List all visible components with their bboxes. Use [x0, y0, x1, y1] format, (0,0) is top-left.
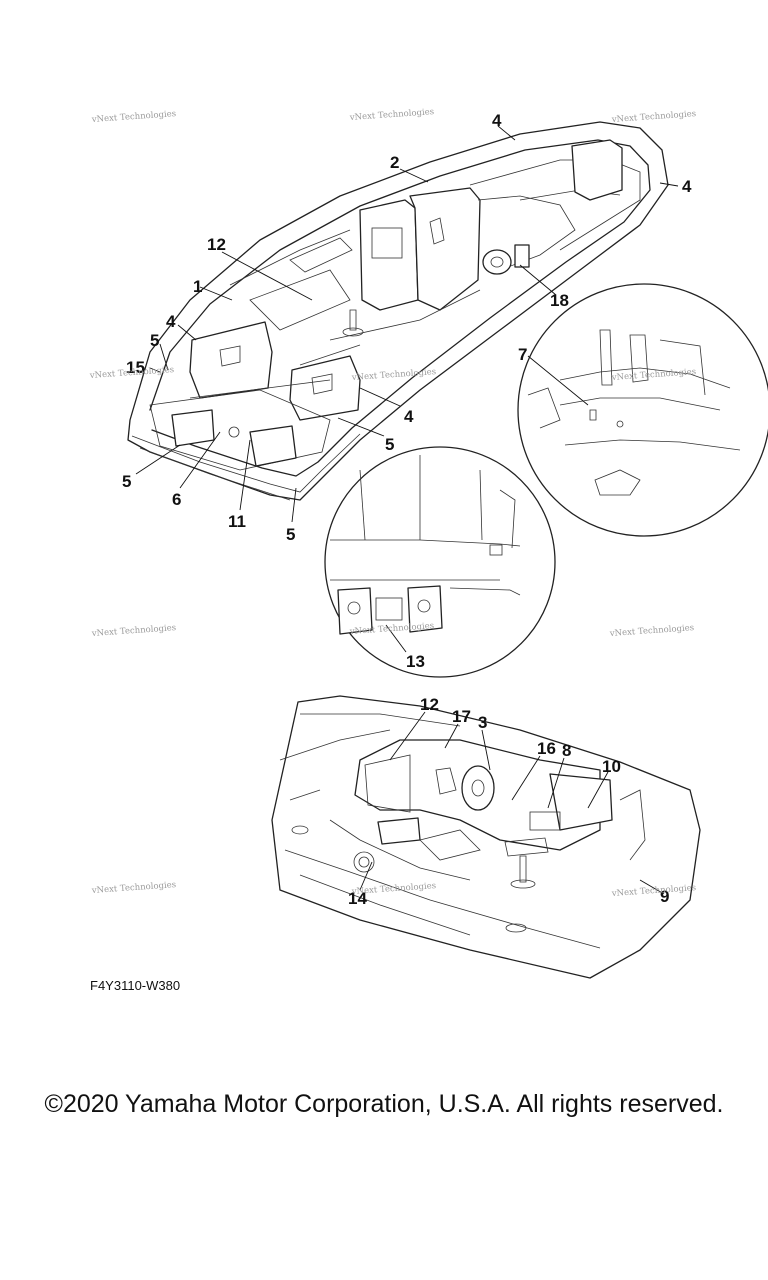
callout-3: 3 [478, 713, 487, 732]
callout-14: 14 [348, 889, 367, 908]
callout-4-bow: 4 [492, 111, 502, 130]
detail-view-7 [517, 283, 768, 537]
callout-5-upper-left: 5 [150, 331, 159, 350]
callout-13: 13 [406, 652, 425, 671]
callout-4-left: 4 [166, 312, 176, 331]
callout-5-bottom: 5 [286, 525, 295, 544]
figure-code: F4Y3110-W380 [90, 978, 181, 993]
callout-9: 9 [660, 887, 669, 906]
callout-17: 17 [452, 707, 471, 726]
watermark-text: vNext Technologies [349, 107, 435, 123]
watermark-text: vNext Technologies [609, 623, 695, 639]
cockpit-detail-drawing [271, 695, 701, 979]
callout-12: 12 [207, 235, 226, 254]
watermark-text: vNext Technologies [351, 367, 437, 383]
callout-1: 1 [193, 277, 202, 296]
watermark-text: vNext Technologies [91, 109, 177, 125]
callout-16: 16 [537, 739, 556, 758]
callout-2: 2 [390, 153, 399, 172]
callout-7: 7 [518, 345, 527, 364]
callout-5-lower-left: 5 [122, 472, 131, 491]
callout-10: 10 [602, 757, 621, 776]
copyright-notice: ©2020 Yamaha Motor Corporation, U.S.A. A… [44, 1090, 724, 1118]
detail-view-13 [324, 446, 556, 678]
callout-15: 15 [126, 358, 145, 377]
callout-12-cockpit: 12 [420, 695, 439, 714]
boat-overview-drawing [127, 121, 679, 523]
callout-18: 18 [550, 291, 569, 310]
callout-5-right: 5 [385, 435, 394, 454]
callout-6: 6 [172, 490, 181, 509]
callout-4-stern: 4 [404, 407, 414, 426]
callout-8: 8 [562, 741, 571, 760]
watermark-text: vNext Technologies [91, 623, 177, 639]
watermark-text: vNext Technologies [91, 880, 177, 896]
callout-4-right: 4 [682, 177, 692, 196]
watermark-text: vNext Technologies [89, 365, 175, 381]
callout-11: 11 [228, 512, 246, 531]
watermark-text: vNext Technologies [611, 109, 697, 125]
